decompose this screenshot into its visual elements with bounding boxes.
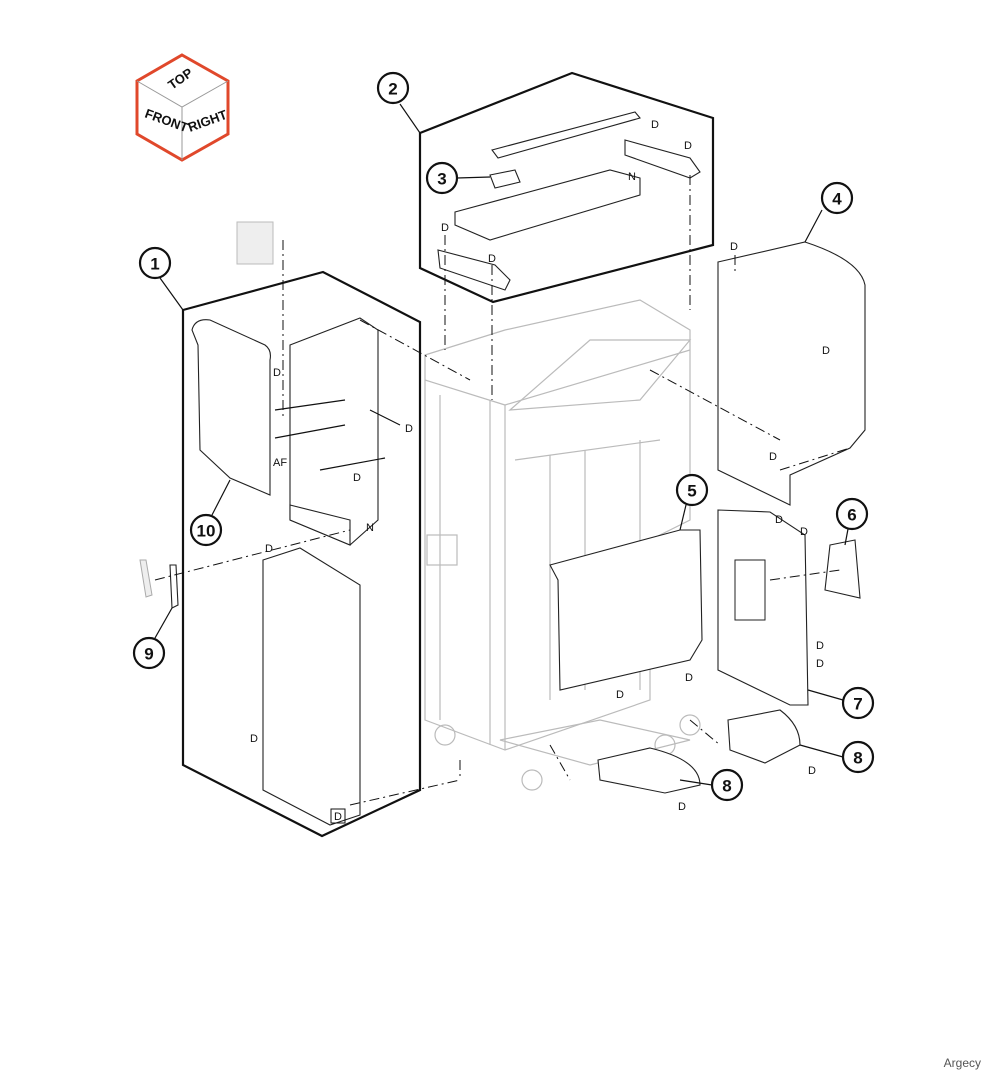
left-bracket [437,249,511,291]
watermark-footer: Argecy [943,1056,981,1070]
svg-text:D: D [730,241,738,253]
callout-2: 2 [376,71,410,105]
svg-text:D: D [684,140,692,152]
part-5-panel [549,529,703,691]
svg-text:4: 4 [832,190,842,209]
part-9-handle [169,564,179,609]
svg-text:D: D [353,472,361,484]
svg-text:D: D [678,801,686,813]
svg-text:8: 8 [853,749,862,768]
callout-3: 3 [425,161,459,195]
part-8-foot-cover-a [597,747,701,794]
lower-door [262,547,361,826]
svg-text:D: D [273,367,281,379]
svg-text:N: N [628,171,636,183]
callout-1: 1 [138,246,172,280]
orientation-cube: TOP FRONT RIGHT [135,53,230,162]
svg-text:3: 3 [437,170,446,189]
connector-block [734,559,766,621]
finisher-frame [424,299,701,791]
svg-text:D: D [816,640,824,652]
group-2-outline [418,71,715,304]
svg-text:9: 9 [144,645,153,664]
callout-4: 4 [820,181,854,215]
top-rail [491,111,641,159]
part-10-cover [191,319,271,496]
svg-text:D: D [769,451,777,463]
svg-text:D: D [775,514,783,526]
svg-text:8: 8 [722,777,731,796]
svg-text:D: D [441,222,449,234]
svg-text:D: D [334,811,342,823]
callout-9: 9 [132,636,166,670]
svg-text:N: N [366,522,374,534]
svg-text:5: 5 [687,482,696,501]
svg-text:AF: AF [273,457,287,469]
svg-text:D: D [405,423,413,435]
svg-text:1: 1 [150,255,159,274]
svg-text:D: D [685,672,693,684]
callout-8b: 8 [841,740,875,774]
svg-text:10: 10 [197,522,216,541]
svg-text:D: D [488,253,496,265]
svg-text:D: D [616,689,624,701]
part-4-rear-cover [717,241,866,506]
svg-text:D: D [808,765,816,777]
callout-10: 10 [189,513,223,547]
svg-text:D: D [800,526,808,538]
callout-leaders [154,103,849,786]
callout-8a: 8 [710,768,744,802]
svg-text:2: 2 [388,80,397,99]
letter-labels: D D D D D D D D D D D D D D D D D D D D … [250,119,830,824]
svg-text:D: D [816,658,824,670]
svg-text:6: 6 [847,506,856,525]
right-bracket [624,139,701,179]
svg-text:D: D [822,345,830,357]
group-1-outline [181,270,422,838]
svg-text:D: D [651,119,659,131]
part-6-bracket [824,539,861,599]
leader-lines [154,175,851,806]
part-8-foot-cover-b [727,709,801,764]
part-3-bracket [489,169,521,189]
svg-text:D: D [265,543,273,555]
label-sticker [236,221,274,265]
callout-6: 6 [835,497,869,531]
svg-text:7: 7 [853,695,862,714]
callout-7: 7 [841,686,875,720]
top-cover [454,169,641,241]
svg-text:D: D [250,733,258,745]
callout-5: 5 [675,473,709,507]
